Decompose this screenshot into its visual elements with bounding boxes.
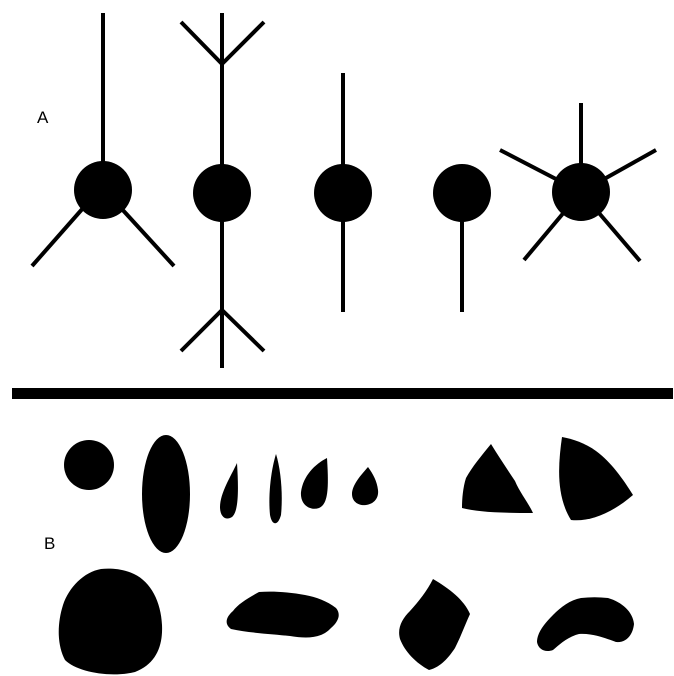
neuron-1-right-process bbox=[118, 205, 176, 268]
shape-thin-spindle bbox=[269, 454, 282, 524]
panel-divider bbox=[12, 388, 673, 399]
neuron-2-soma bbox=[193, 164, 251, 222]
neuron-4-soma bbox=[433, 164, 491, 222]
shape-fan-shaped bbox=[559, 437, 633, 521]
neuron-1-left-process bbox=[30, 205, 86, 268]
neuron-1-soma bbox=[74, 161, 132, 219]
panel-a-label: A bbox=[37, 108, 49, 127]
panel-a: A bbox=[30, 13, 657, 368]
neuron-5-soma bbox=[552, 163, 610, 221]
shape-small-oval bbox=[352, 467, 379, 506]
shape-elongated-oval bbox=[142, 435, 190, 553]
panel-b: B bbox=[44, 435, 634, 675]
neuron-2-upper-right-branch bbox=[220, 20, 266, 66]
panel-b-label: B bbox=[44, 534, 55, 553]
shape-small-teardrop bbox=[220, 463, 238, 519]
neuron-2-lower-right-branch bbox=[220, 308, 266, 353]
neuron-1 bbox=[30, 13, 176, 268]
shape-round bbox=[64, 440, 114, 490]
neuron-2-upper-left-branch bbox=[179, 20, 224, 66]
shape-triangular bbox=[462, 444, 533, 513]
neuron-2-lower-left-branch bbox=[179, 308, 224, 353]
shape-rhomboid bbox=[399, 579, 470, 670]
shape-small-drop bbox=[300, 458, 328, 509]
neuron-2 bbox=[179, 13, 266, 368]
neuron-3-soma bbox=[314, 164, 372, 222]
shape-flat-irregular bbox=[226, 591, 339, 638]
shape-large-round bbox=[58, 568, 163, 675]
shape-bean-shaped bbox=[537, 597, 634, 652]
